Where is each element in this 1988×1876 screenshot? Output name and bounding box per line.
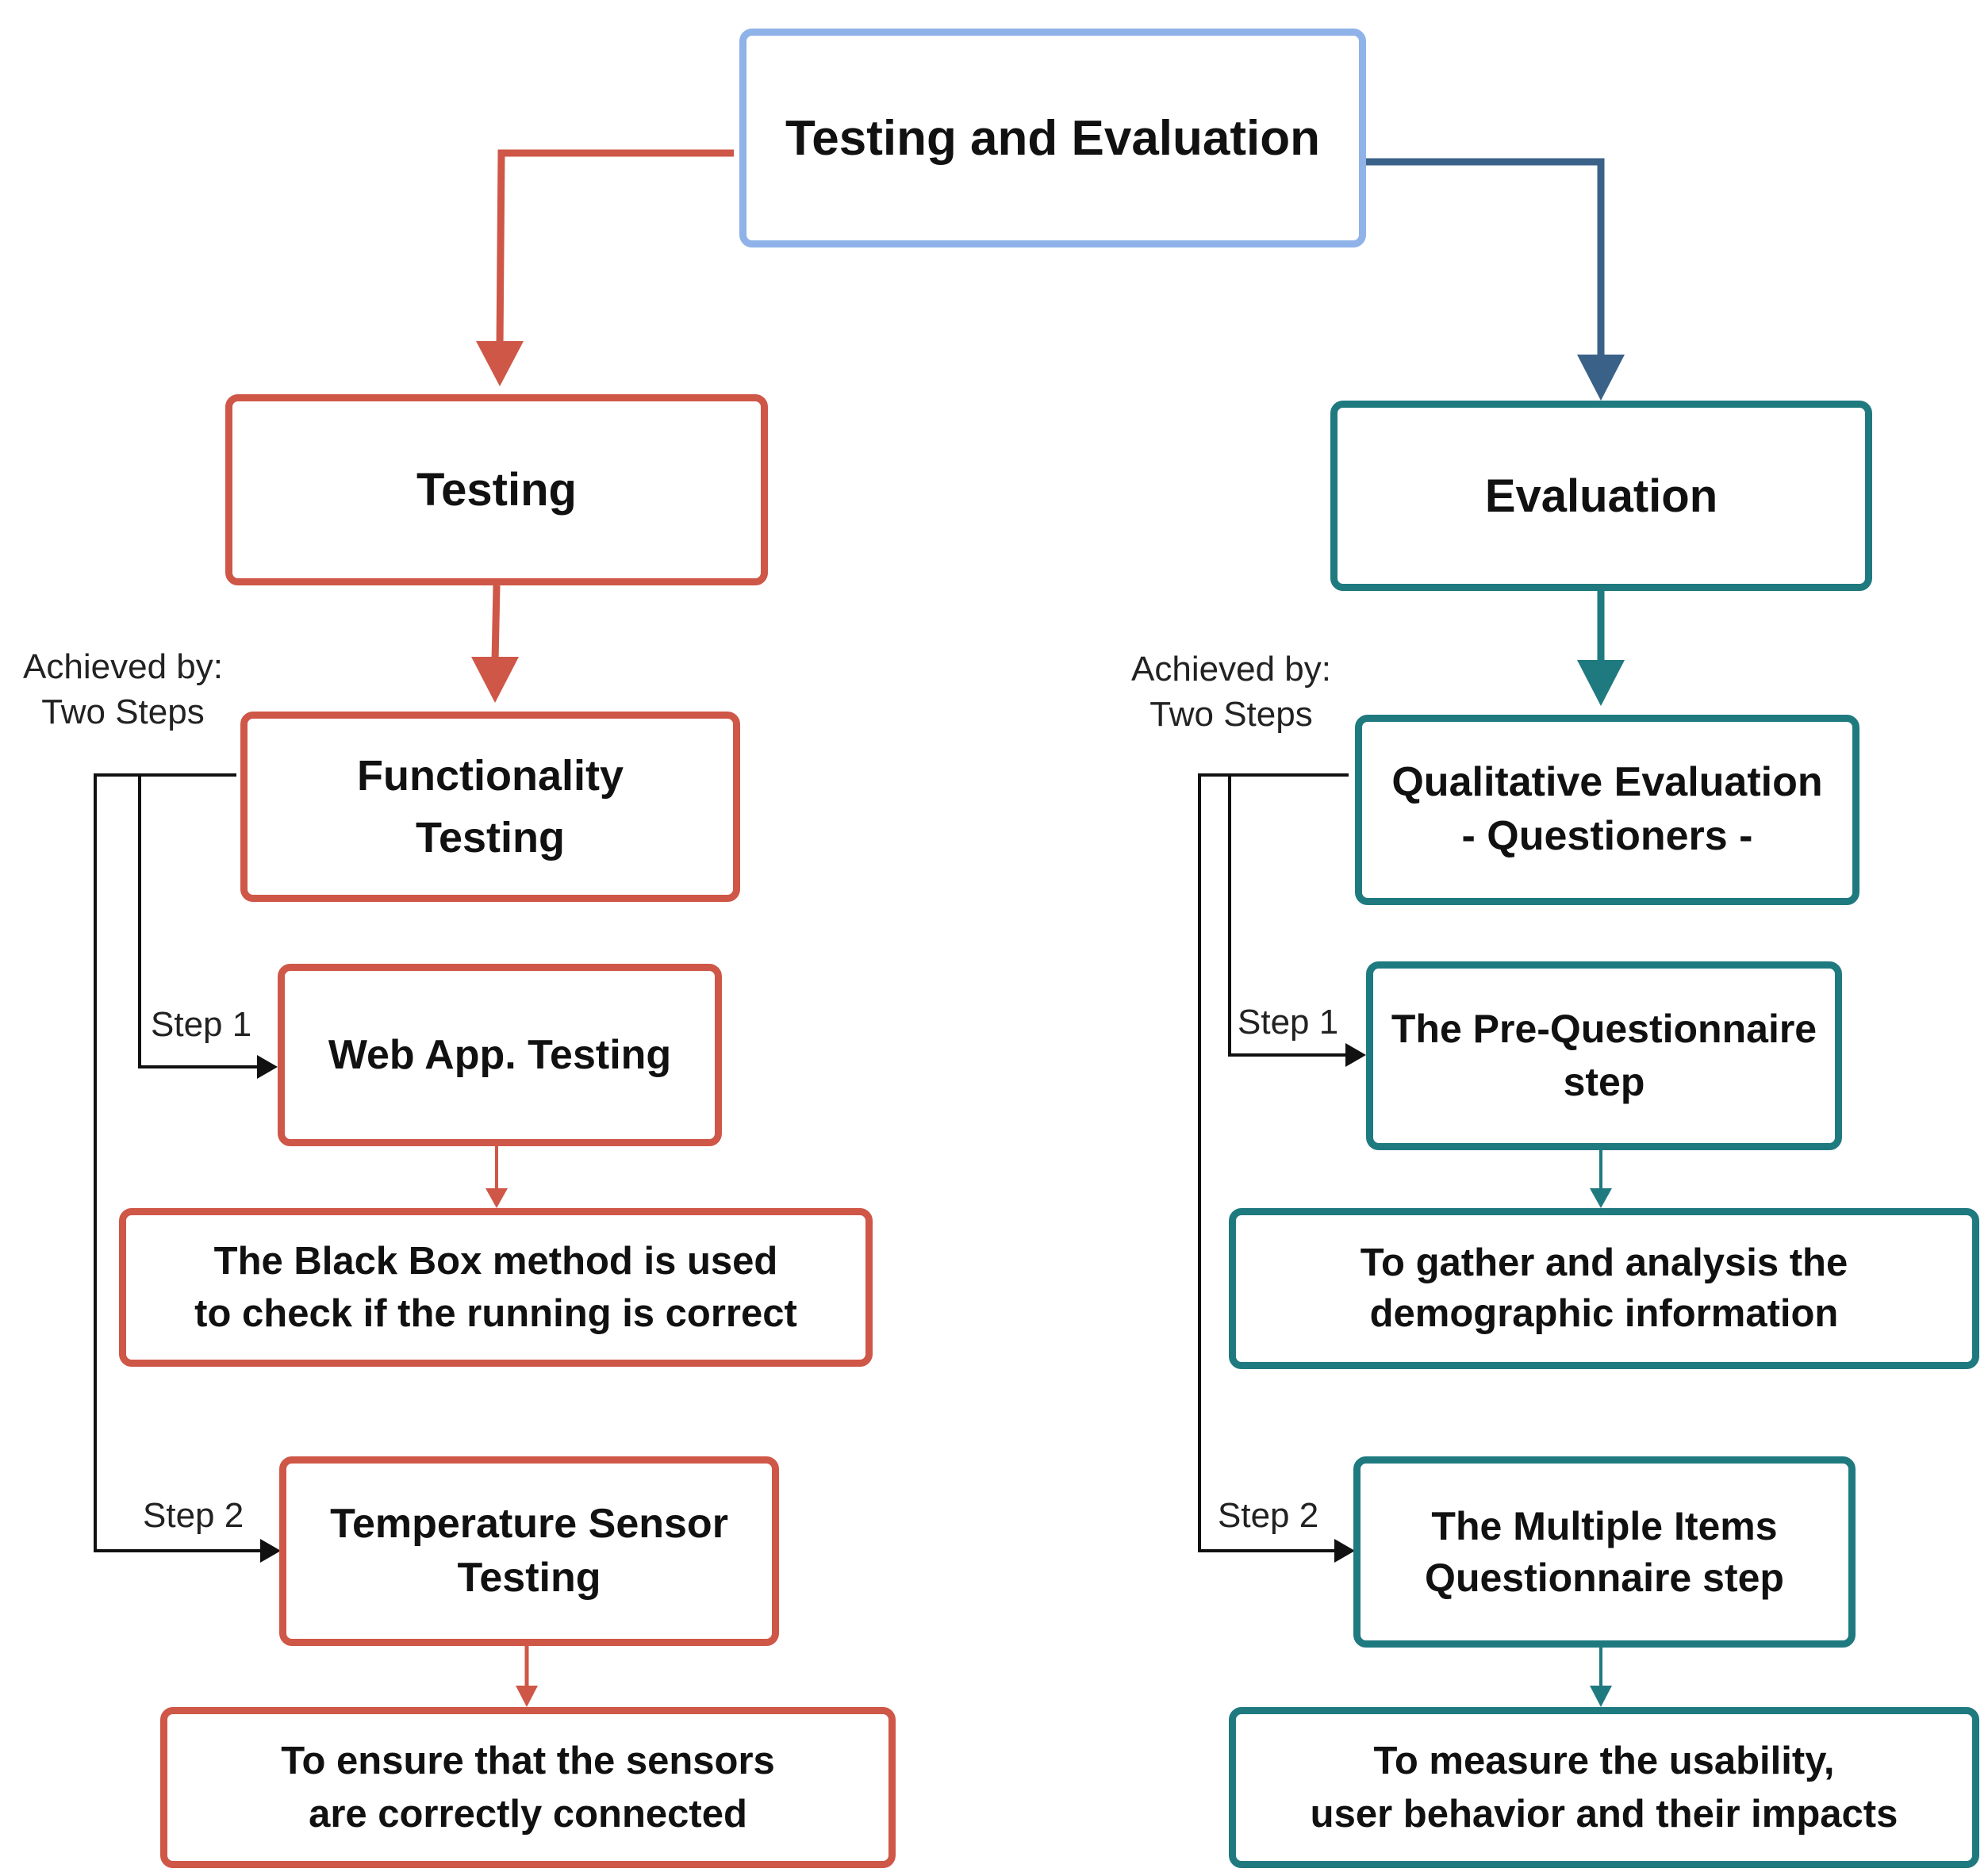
testing-node: Testing — [225, 394, 768, 585]
pre-questionnaire-node: The Pre-Questionnaire step — [1366, 961, 1842, 1150]
multiple-items-questionnaire-node: The Multiple Items Questionnaire step — [1353, 1456, 1856, 1648]
demographic-detail-node: To gather and analysis the demographic i… — [1229, 1208, 1979, 1369]
temperature-sensor-testing-node: Temperature Sensor Testing — [279, 1456, 779, 1646]
qualitative-evaluation-node: Qualitative Evaluation - Questioners - — [1355, 715, 1859, 905]
multiple-items-to-detail-arrow — [1590, 1648, 1612, 1707]
testing-step2-label: Step 2 — [143, 1496, 244, 1535]
evaluation-node: Evaluation — [1330, 401, 1872, 591]
evaluation-step-connectors — [1198, 773, 1366, 1563]
testing-achieved-by-note: Achieved by: Two Steps — [23, 647, 223, 732]
functionality-testing-node: Functionality Testing — [240, 712, 740, 902]
evaluation-step2-label: Step 2 — [1218, 1496, 1319, 1535]
evaluation-label: Evaluation — [1484, 470, 1718, 522]
testing-to-functionality-arrow — [471, 585, 519, 703]
root-label: Testing and Evaluation — [785, 110, 1321, 166]
sensors-detail-node: To ensure that the sensors are correctly… — [160, 1707, 896, 1868]
pre-questionnaire-to-detail-arrow — [1590, 1150, 1612, 1208]
testing-step1-label: Step 1 — [151, 1005, 252, 1044]
evaluation-to-qualitative-arrow — [1577, 591, 1625, 706]
root-to-evaluation-arrow — [1364, 158, 1625, 401]
root-node: Testing and Evaluation — [739, 29, 1366, 247]
evaluation-step1-label: Step 1 — [1238, 1003, 1339, 1042]
black-box-detail-node: The Black Box method is used to check if… — [119, 1208, 873, 1367]
evaluation-achieved-by-note: Achieved by: Two Steps — [1131, 650, 1331, 735]
testing-step-connectors — [94, 773, 281, 1563]
usability-detail-node: To measure the usability, user behavior … — [1229, 1707, 1979, 1868]
testing-label: Testing — [416, 464, 577, 516]
temperature-to-detail-arrow — [516, 1646, 538, 1707]
web-app-to-detail-arrow — [485, 1146, 508, 1208]
root-to-testing-arrow — [476, 149, 734, 386]
web-app-testing-node: Web App. Testing — [278, 964, 722, 1146]
